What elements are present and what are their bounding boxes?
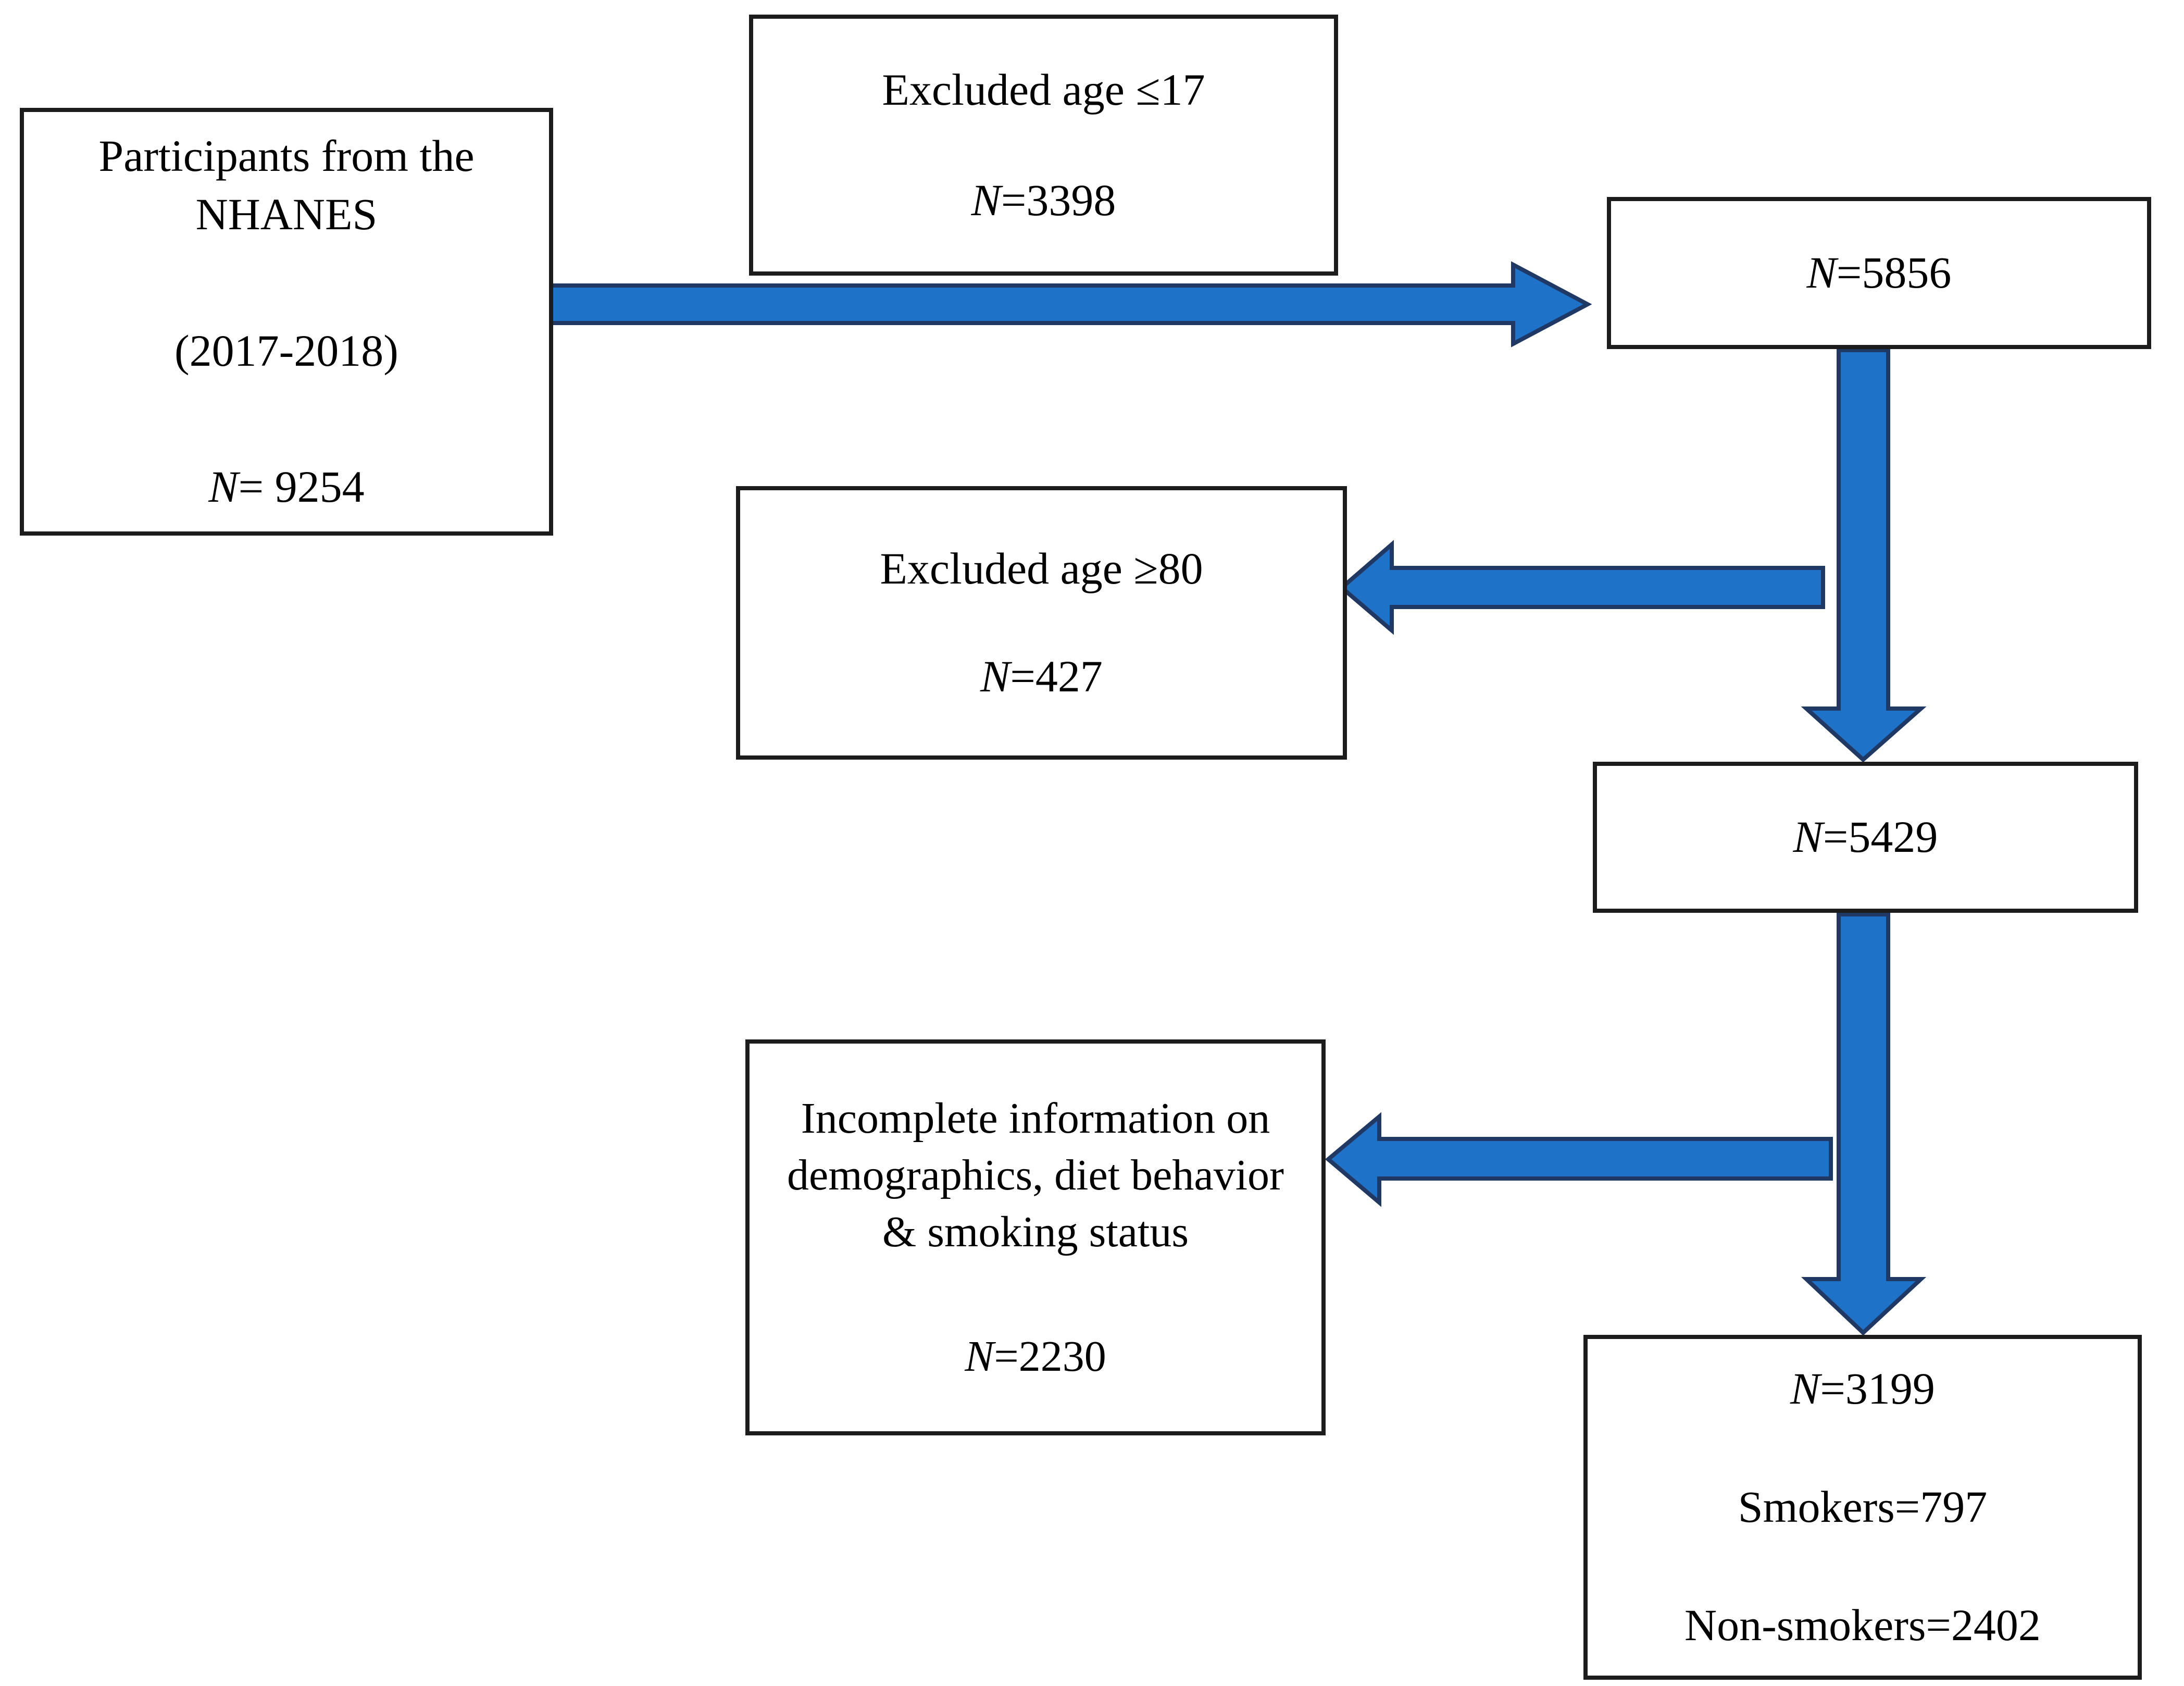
n5429-n-symbol: N (1793, 812, 1823, 862)
arrow-n5429-to-n3199 (1801, 912, 1927, 1336)
source-n-value: = 9254 (238, 462, 365, 512)
final-n-symbol: N (1790, 1363, 1820, 1414)
n5429-count: N=5429 (1793, 808, 1938, 866)
excluded-ge80-n-count: N=427 (980, 648, 1103, 706)
box-n-5429: N=5429 (1593, 762, 2138, 913)
final-n-value: =3199 (1820, 1363, 1935, 1414)
box-participants-source: Participants from the NHANES (2017-2018)… (20, 108, 553, 536)
source-line-2: NHANES (195, 189, 378, 239)
excluded-le17-n-value: =3398 (1001, 175, 1116, 225)
source-line-1: Participants from the (98, 130, 475, 181)
arrow-source-to-n5856 (549, 261, 1592, 348)
incomplete-n-value: =2230 (994, 1332, 1106, 1381)
incomplete-n-symbol: N (965, 1332, 994, 1381)
source-n-count: N= 9254 (208, 458, 364, 516)
incomplete-line-3: & smoking status (882, 1208, 1189, 1256)
excluded-ge80-label: Excluded age ≥80 (880, 543, 1203, 594)
final-smokers-count: Smokers=797 (1738, 1482, 1988, 1532)
n5856-count: N=5856 (1807, 244, 1952, 302)
box-n-5856: N=5856 (1607, 197, 2151, 349)
incomplete-line-2: demographics, diet behavior (787, 1150, 1284, 1199)
arrow-exclusion-incomplete-info (1325, 1112, 1833, 1207)
box-excluded-age-ge80: Excluded age ≥80 N=427 (736, 486, 1347, 760)
box-excluded-age-le17: Excluded age ≤17 N=3398 (749, 15, 1338, 276)
excluded-ge80-n-value: =427 (1010, 651, 1103, 701)
excluded-ge80-n-symbol: N (980, 651, 1010, 701)
box-final-sample: N=3199 Smokers=797 Non-smokers=2402 (1583, 1335, 2142, 1680)
excluded-le17-label: Excluded age ≤17 (882, 64, 1205, 115)
n5856-n-value: =5856 (1836, 247, 1952, 298)
final-n-count: N=3199 (1790, 1360, 1935, 1418)
box-incomplete-info: Incomplete information on demographics, … (745, 1039, 1326, 1435)
source-line-3: (2017-2018) (174, 325, 398, 376)
excluded-le17-n-count: N=3398 (971, 171, 1116, 230)
n5856-n-symbol: N (1806, 247, 1837, 298)
arrow-n5856-to-n5429 (1801, 348, 1927, 763)
incomplete-line-1: Incomplete information on (801, 1094, 1270, 1143)
n5429-n-value: =5429 (1823, 812, 1938, 862)
source-n-symbol: N (208, 462, 239, 512)
arrow-exclusion-age-ge80 (1338, 540, 1825, 635)
final-non-smokers-count: Non-smokers=2402 (1684, 1600, 2041, 1650)
incomplete-n-count: N=2230 (965, 1328, 1106, 1385)
excluded-le17-n-symbol: N (971, 175, 1001, 225)
